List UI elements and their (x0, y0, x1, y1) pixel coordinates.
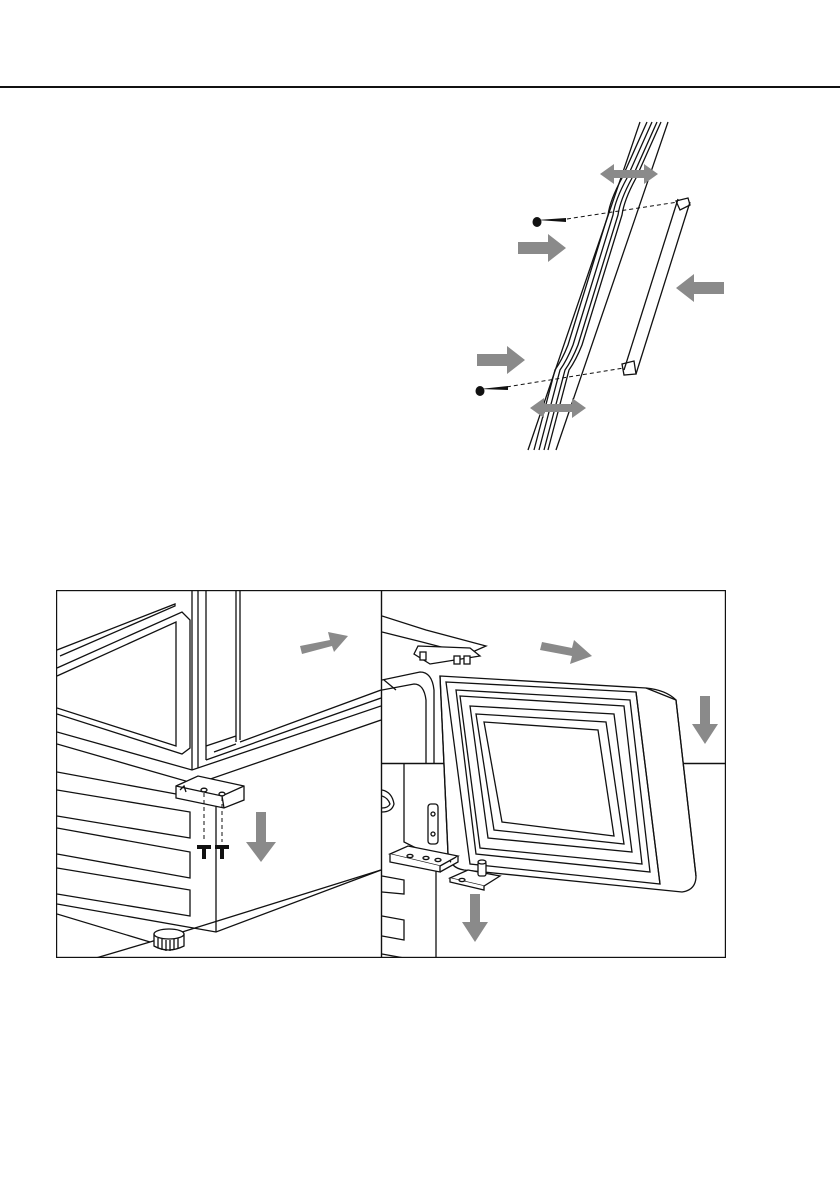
arrow-right-icon (477, 346, 525, 374)
door-seal-figure (460, 112, 740, 457)
screw-icon (533, 217, 567, 227)
arrow-down-icon (246, 812, 276, 862)
screw-icon (476, 386, 509, 396)
arrow-left-icon (676, 274, 724, 302)
hinge-bracket-icon (176, 776, 244, 808)
arrow-right-icon (540, 640, 592, 664)
header-rule (0, 86, 840, 88)
door-frame-icon (440, 676, 696, 892)
door-seal-illustration (460, 112, 740, 457)
hinge-panels (56, 590, 726, 958)
arrow-down-icon (462, 894, 488, 942)
double-arrow-icon (600, 164, 658, 184)
leveling-foot-icon (154, 929, 184, 951)
double-arrow-icon (530, 398, 586, 418)
screw-icon (197, 845, 229, 859)
side-strip-left (624, 199, 678, 370)
hinge-bracket-figure (56, 590, 726, 958)
arrow-right-icon (518, 234, 566, 262)
arrow-right-icon (300, 632, 348, 654)
arrow-down-icon (692, 696, 718, 744)
